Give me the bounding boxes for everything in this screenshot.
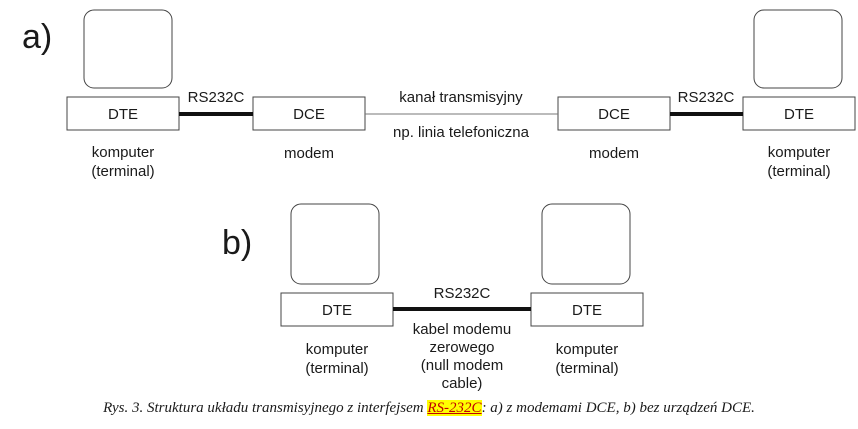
right-computer-line2-b: (terminal) xyxy=(555,360,618,377)
part-b-label: b) xyxy=(222,224,252,262)
right-rs232-label-a: RS232C xyxy=(678,89,735,106)
right-dte-box-a xyxy=(742,96,856,131)
right-dce-box-a xyxy=(557,96,671,131)
part-a-label: a) xyxy=(22,18,52,56)
right-computer-line1-b: komputer xyxy=(556,341,619,358)
left-computer-line1-b: komputer xyxy=(306,341,369,358)
left-dte-label-a: DTE xyxy=(108,106,138,123)
caption-suffix: : a) z modemami DCE, b) bez urządzeń DCE… xyxy=(481,400,755,416)
cable-line4-b: cable) xyxy=(442,375,483,392)
right-modem-label-a: modem xyxy=(589,145,639,162)
right-dte-label-a: DTE xyxy=(784,106,814,123)
right-computer-line1-a: komputer xyxy=(768,144,831,161)
cable-line1-b: kabel modemu xyxy=(413,321,511,338)
left-dce-label-a: DCE xyxy=(293,106,325,123)
cable-line2-b: zerowego xyxy=(429,339,494,356)
right-dte-label-b: DTE xyxy=(572,302,602,319)
right-computer-line2-a: (terminal) xyxy=(767,163,830,180)
left-dte-label-b: DTE xyxy=(322,302,352,319)
right-monitor-a xyxy=(753,9,843,89)
cable-line3-b: (null modem xyxy=(421,357,504,374)
left-monitor-b xyxy=(290,203,380,285)
left-dte-box-b xyxy=(280,292,394,327)
right-monitor-b xyxy=(541,203,631,285)
caption-highlight[interactable]: RS-232C xyxy=(427,400,482,416)
left-modem-label-a: modem xyxy=(284,145,334,162)
right-dce-label-a: DCE xyxy=(598,106,630,123)
caption-prefix: Rys. 3. Struktura układu transmisyjnego … xyxy=(103,400,428,416)
channel-top-label-a: kanał transmisyjny xyxy=(399,89,523,106)
figure-caption: Rys. 3. Struktura układu transmisyjnego … xyxy=(0,400,858,417)
channel-bottom-label-a: np. linia telefoniczna xyxy=(393,124,530,141)
left-dce-box-a xyxy=(252,96,366,131)
left-monitor-a xyxy=(83,9,173,89)
left-computer-line2-a: (terminal) xyxy=(91,163,154,180)
left-rs232-label-a: RS232C xyxy=(188,89,245,106)
left-computer-line1-a: komputer xyxy=(92,144,155,161)
left-dte-box-a xyxy=(66,96,180,131)
rs232-label-b: RS232C xyxy=(434,285,491,302)
right-dte-box-b xyxy=(530,292,644,327)
left-computer-line2-b: (terminal) xyxy=(305,360,368,377)
